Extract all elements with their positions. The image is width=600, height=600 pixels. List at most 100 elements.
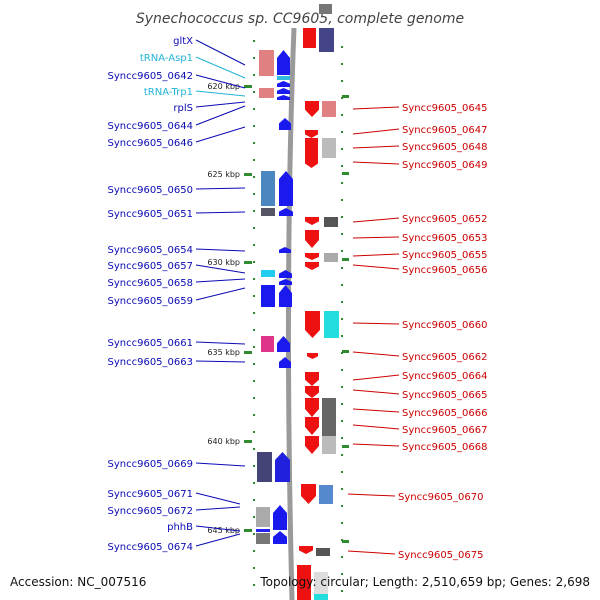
tick-mark-left	[253, 108, 255, 110]
gene-leader-line	[352, 424, 400, 430]
gene-leader-line	[195, 506, 241, 511]
gene-feature-block	[259, 88, 274, 98]
gene-leader-line	[347, 493, 396, 497]
tick-mark-left	[253, 346, 255, 348]
tick-mark-left	[253, 74, 255, 76]
gene-label-reverse: Syncc9605_0650	[108, 185, 194, 196]
genome-backbone	[285, 27, 297, 600]
gene-leader-line	[195, 264, 246, 274]
kbp-tick-left	[244, 85, 252, 88]
gene-label-reverse: Syncc9605_0669	[108, 459, 194, 470]
tick-mark-right	[341, 131, 343, 133]
gene-feature-arrow-forward	[299, 546, 313, 554]
kbp-marker-label: 625 kbp	[207, 170, 240, 179]
gene-leader-line	[352, 236, 400, 239]
gene-label-reverse: Syncc9605_0674	[108, 542, 194, 553]
tick-mark-right	[341, 573, 343, 575]
kbp-marker-label: 645 kbp	[207, 526, 240, 535]
tick-mark-right	[341, 216, 343, 218]
kbp-tick-left	[244, 440, 252, 443]
gene-feature-arrow-reverse	[273, 505, 287, 530]
genome-backbone-group	[285, 27, 297, 600]
tick-mark-left	[253, 312, 255, 314]
tick-mark-right	[341, 556, 343, 558]
gene-label-reverse: gltX	[173, 36, 193, 47]
tick-mark-right	[341, 590, 343, 592]
gene-label-forward: Syncc9605_0655	[402, 250, 488, 261]
tick-mark-left	[253, 210, 255, 212]
kbp-tick-right	[342, 445, 349, 448]
gene-label-reverse: phhB	[167, 522, 193, 533]
gene-feature-block	[324, 217, 338, 227]
gene-feature-arrow-forward	[305, 230, 319, 248]
tick-mark-right	[341, 165, 343, 167]
gene-label-forward: Syncc9605_0668	[402, 442, 488, 453]
gene-leader-line	[352, 351, 400, 357]
gene-leader-line	[195, 211, 246, 214]
tick-mark-right	[341, 403, 343, 405]
gene-feature-block	[259, 50, 274, 76]
gene-feature-block	[322, 138, 336, 158]
gene-feature-block	[322, 398, 336, 436]
gene-label-reverse: tRNA-Trp1	[144, 87, 193, 98]
gene-feature-arrow-forward	[301, 484, 316, 504]
tick-mark-left	[253, 414, 255, 416]
gene-leader-line	[352, 161, 400, 165]
gene-feature-arrow-forward	[305, 101, 319, 117]
gene-feature-block	[261, 208, 275, 216]
gene-label-reverse: rplS	[173, 103, 193, 114]
gene-leader-line	[195, 287, 246, 301]
gene-leader-line	[352, 443, 400, 447]
kbp-tick-right	[342, 540, 349, 543]
gene-leader-line	[195, 187, 246, 190]
gene-leader-line	[195, 248, 246, 252]
tick-mark-right	[341, 522, 343, 524]
gene-leader-line	[195, 39, 246, 66]
gene-feature-arrow-reverse	[279, 247, 291, 253]
gene-feature-arrow-reverse	[279, 285, 292, 307]
gene-leader-line	[352, 389, 400, 395]
tick-mark-left	[253, 57, 255, 59]
gene-feature-block	[319, 485, 333, 504]
gene-label-reverse: Syncc9605_0661	[108, 338, 194, 349]
kbp-marker-label: 635 kbp	[207, 348, 240, 357]
gene-feature-arrow-forward	[305, 253, 319, 260]
tick-mark-right	[341, 386, 343, 388]
tick-mark-right	[341, 267, 343, 269]
gene-leader-line	[352, 145, 400, 149]
gene-leader-line	[352, 128, 400, 135]
kbp-tick-right	[342, 258, 349, 261]
gene-feature-arrow-reverse	[279, 357, 291, 368]
tick-mark-left	[253, 482, 255, 484]
gene-label-forward: Syncc9605_0653	[402, 233, 488, 244]
tick-mark-left	[253, 499, 255, 501]
gene-label-forward: Syncc9605_0656	[402, 265, 488, 276]
gene-feature-block	[322, 436, 336, 454]
gene-feature-block	[314, 594, 328, 600]
gene-label-forward: Syncc9605_0645	[402, 103, 488, 114]
gene-label-forward: Syncc9605_0647	[402, 125, 488, 136]
tick-mark-right	[341, 250, 343, 252]
gene-feature-arrow-forward	[305, 217, 319, 225]
tick-mark-left	[253, 295, 255, 297]
tick-mark-left	[253, 329, 255, 331]
gene-feature-block	[316, 548, 330, 556]
gene-feature-arrow-forward	[305, 372, 319, 386]
topology-text: Topology: circular; Length: 2,510,659 bp…	[259, 575, 590, 589]
gene-label-forward: Syncc9605_0675	[398, 550, 484, 561]
tick-mark-left	[253, 278, 255, 280]
tick-mark-left	[253, 533, 255, 535]
tick-mark-right	[341, 199, 343, 201]
gene-feature-arrow-reverse	[277, 336, 290, 352]
tick-mark-right	[341, 148, 343, 150]
gene-feature-arrow-reverse	[279, 270, 292, 278]
kbp-marker-label: 640 kbp	[207, 437, 240, 446]
gene-leader-line	[352, 217, 400, 223]
gene-feature-block	[257, 452, 272, 482]
tick-mark-right	[341, 80, 343, 82]
kbp-tick-right	[342, 350, 349, 353]
tick-mark-right	[341, 318, 343, 320]
gene-feature-block	[261, 336, 274, 352]
